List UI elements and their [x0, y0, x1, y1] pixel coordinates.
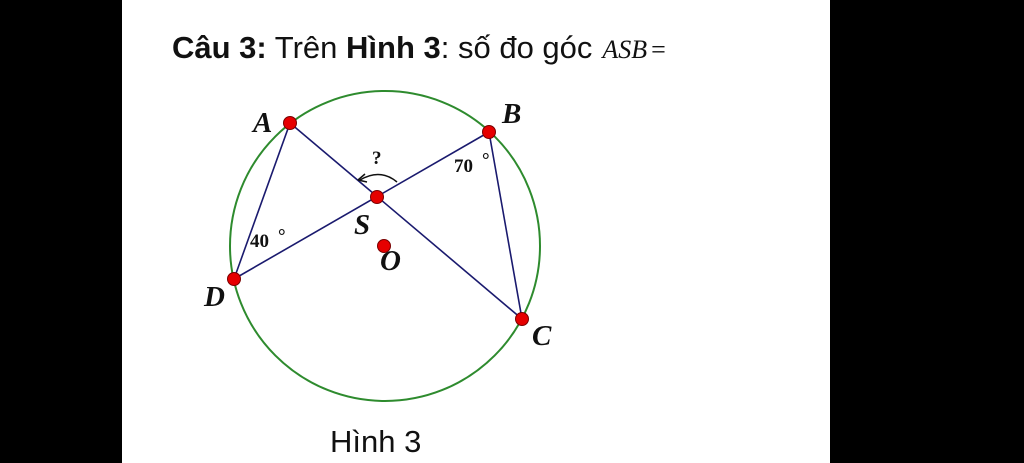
point-c	[515, 312, 529, 326]
figure-caption: Hình 3	[330, 424, 422, 459]
circle-o	[229, 90, 541, 402]
degree-b: °	[482, 150, 490, 171]
segment-ac	[289, 122, 523, 320]
angle-b-value: 70	[454, 156, 473, 177]
angle-name: ASB	[602, 35, 648, 64]
arrow-icon	[357, 173, 368, 183]
figure-ref: Hình 3	[346, 30, 441, 65]
segments	[233, 122, 523, 320]
points	[227, 116, 529, 326]
point-d	[227, 272, 241, 286]
question-title: Câu 3: Trên Hình 3: số đo góc ASB=	[172, 30, 666, 66]
unknown-angle-label: ?	[372, 148, 382, 169]
segment-bd	[233, 131, 490, 280]
point-s	[370, 190, 384, 204]
title-text: Trên	[266, 30, 347, 65]
degree-d: °	[278, 226, 286, 247]
angle-d-value: 40	[250, 231, 269, 252]
slide	[122, 0, 830, 463]
segment-ad	[233, 122, 291, 280]
label-o: O	[380, 245, 401, 277]
equals-sign: =	[651, 35, 666, 64]
label-b: B	[501, 98, 521, 130]
point-o	[377, 239, 391, 253]
label-a: A	[251, 107, 272, 139]
point-b	[482, 125, 496, 139]
point-a	[283, 116, 297, 130]
segment-bc	[488, 131, 523, 320]
angle-arc	[359, 173, 398, 183]
label-c: C	[532, 320, 552, 352]
label-d: D	[203, 281, 225, 313]
title-text-2: : số đo góc	[440, 30, 593, 65]
label-s: S	[354, 209, 370, 241]
question-number: Câu 3:	[172, 30, 267, 65]
